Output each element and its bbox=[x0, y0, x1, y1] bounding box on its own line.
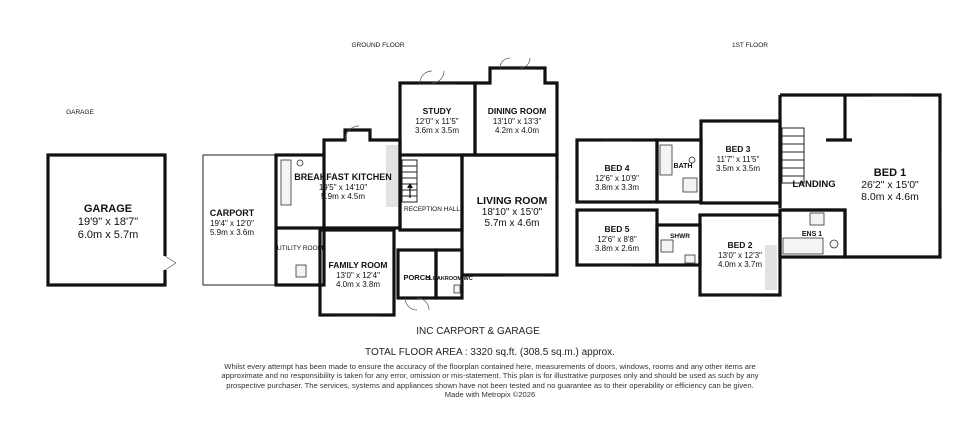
living-room-imperial: 18'10" x 15'0" bbox=[482, 207, 543, 218]
living-room-name: LIVING ROOM bbox=[477, 195, 548, 207]
garage-imperial: 19'9" x 18'7" bbox=[78, 216, 138, 228]
garage-metric: 6.0m x 5.7m bbox=[78, 229, 139, 241]
metropix-credit: Made with Metropix ©2026 bbox=[444, 390, 536, 400]
total-floor-area: TOTAL FLOOR AREA : 3320 sq.ft. (308.5 sq… bbox=[365, 347, 615, 358]
family-room-metric: 4.0m x 3.8m bbox=[336, 280, 380, 289]
carport-imperial: 19'4" x 12'0" bbox=[210, 219, 254, 228]
carport-name: CARPORT bbox=[210, 208, 255, 218]
breakfast-kitchen-metric: 5.9m x 4.5m bbox=[321, 192, 365, 201]
study-metric: 3.6m x 3.5m bbox=[415, 126, 459, 135]
disclaimer-text: Whilst every attempt has been made to en… bbox=[221, 362, 759, 390]
bed2-name: BED 2 bbox=[727, 240, 752, 250]
breakfast-kitchen-imperial: 19'5" x 14'10" bbox=[319, 183, 367, 192]
bed4-name: BED 4 bbox=[604, 163, 629, 173]
ground-floor-heading: GROUND FLOOR bbox=[351, 42, 404, 49]
shwr-name: SHWR bbox=[670, 233, 690, 240]
garage-name: GARAGE bbox=[84, 203, 132, 215]
bath-name: BATH bbox=[674, 163, 693, 170]
ground-floor-plan bbox=[202, 57, 559, 317]
study-name: STUDY bbox=[423, 106, 452, 116]
first-floor-heading: 1ST FLOOR bbox=[732, 42, 768, 49]
inc-carport-garage-note: INC CARPORT & GARAGE bbox=[416, 326, 540, 337]
dining-room-metric: 4.2m x 4.0m bbox=[495, 126, 539, 135]
family-room-name: FAMILY ROOM bbox=[328, 260, 387, 270]
bed1-name: BED 1 bbox=[874, 167, 906, 179]
bed4-imperial: 12'6" x 10'9" bbox=[595, 174, 639, 183]
family-room-imperial: 13'0" x 12'4" bbox=[336, 271, 380, 280]
bed3-name: BED 3 bbox=[725, 144, 750, 154]
reception-hall-name: RECEPTION HALL bbox=[404, 206, 460, 213]
bed2-metric: 4.0m x 3.7m bbox=[718, 260, 762, 269]
bed1-imperial: 26'2" x 15'0" bbox=[861, 179, 919, 191]
porch-name: PORCH bbox=[403, 273, 430, 282]
breakfast-kitchen-name: BREAKFAST KITCHEN bbox=[294, 172, 392, 182]
landing-name: LANDING bbox=[792, 179, 835, 190]
garage-heading: GARAGE bbox=[66, 109, 94, 116]
bed1-metric: 8.0m x 4.6m bbox=[861, 191, 919, 203]
bed5-imperial: 12'6" x 8'8" bbox=[597, 235, 637, 244]
carport-metric: 5.9m x 3.6m bbox=[210, 228, 254, 237]
first-floor-plan bbox=[575, 93, 942, 297]
bed4-metric: 3.8m x 3.3m bbox=[595, 183, 639, 192]
bed3-metric: 3.5m x 3.5m bbox=[716, 164, 760, 173]
study-imperial: 12'0" x 11'5" bbox=[415, 117, 458, 126]
living-room-metric: 5.7m x 4.6m bbox=[484, 218, 539, 229]
ens1-name: ENS 1 bbox=[802, 231, 822, 238]
utility-name: UTILITY ROOM bbox=[277, 245, 323, 252]
garage-plan bbox=[46, 153, 177, 287]
bed3-imperial: 11'7" x 11'5" bbox=[717, 155, 760, 164]
bed2-imperial: 13'0" x 12'3" bbox=[718, 251, 762, 260]
dining-room-imperial: 13'10" x 13'3" bbox=[493, 117, 541, 126]
disclaimer: Whilst every attempt has been made to en… bbox=[210, 362, 770, 400]
bed5-name: BED 5 bbox=[604, 224, 629, 234]
cloakroom-name: CLOAKROOM/WC bbox=[425, 276, 472, 282]
bed5-metric: 3.8m x 2.6m bbox=[595, 244, 639, 253]
dining-room-name: DINING ROOM bbox=[488, 106, 547, 116]
